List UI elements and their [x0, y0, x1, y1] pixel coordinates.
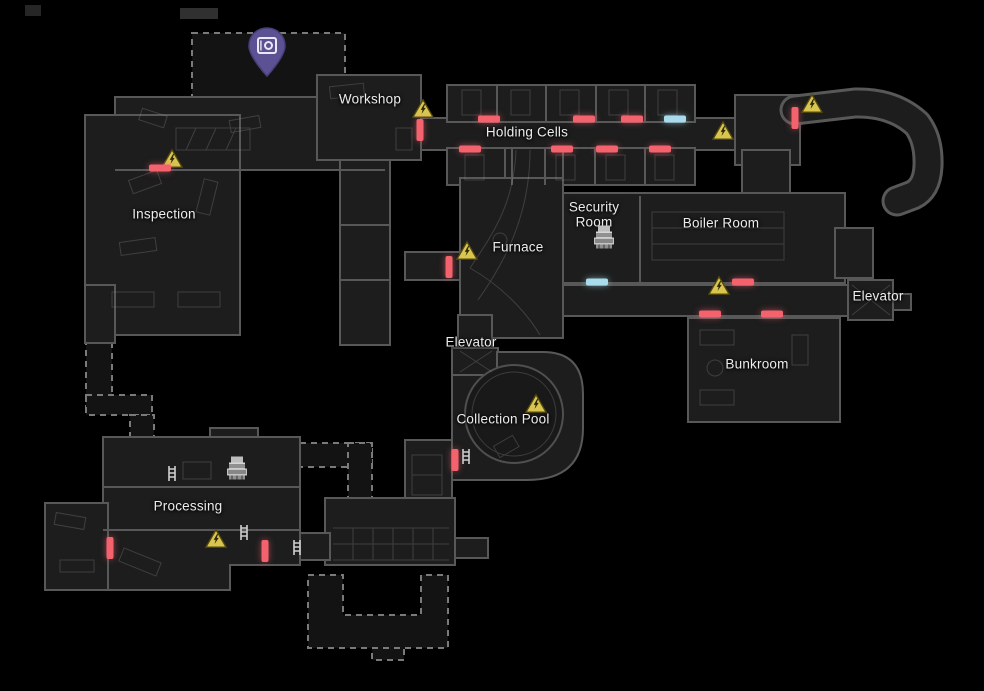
- door-marker-red: [261, 540, 269, 562]
- room-label-bunkroom: Bunkroom: [725, 356, 789, 372]
- door-marker-red: [596, 145, 618, 153]
- door-marker-red: [459, 145, 481, 153]
- door-marker-red: [149, 164, 171, 172]
- hazard-warning-icon: [800, 93, 824, 119]
- map-furniture-details: [53, 82, 891, 577]
- room-label-security-room: Security Room: [568, 199, 620, 229]
- hazard-warning-icon: [707, 275, 731, 301]
- door-marker-red: [573, 115, 595, 123]
- hazard-warning-icon: [204, 528, 228, 554]
- door-marker-red: [649, 145, 671, 153]
- door-marker-red: [478, 115, 500, 123]
- door-marker-red: [451, 449, 459, 471]
- room-label-elevator-east: Elevator: [852, 288, 904, 304]
- door-marker-red: [106, 537, 114, 559]
- room-label-furnace: Furnace: [492, 239, 544, 255]
- door-marker-blue: [664, 115, 686, 123]
- door-marker-red: [791, 107, 799, 129]
- room-label-workshop: Workshop: [338, 91, 402, 107]
- room-label-inspection: Inspection: [132, 206, 196, 222]
- hazard-warning-icon: [455, 240, 479, 266]
- room-label-holding-cells: Holding Cells: [485, 124, 569, 140]
- hazard-warning-icon: [711, 120, 735, 146]
- door-marker-red: [445, 256, 453, 278]
- door-marker-red: [621, 115, 643, 123]
- ladder-icon: [167, 465, 177, 487]
- room-label-collection-pool: Collection Pool: [456, 411, 550, 427]
- door-marker-red: [699, 310, 721, 318]
- door-marker-red: [732, 278, 754, 286]
- door-marker-red: [551, 145, 573, 153]
- waypoint-pin-safe-icon[interactable]: [247, 27, 287, 82]
- door-marker-red: [761, 310, 783, 318]
- ladder-icon: [239, 524, 249, 546]
- ladder-icon: [461, 448, 471, 470]
- typewriter-save-icon: [225, 455, 249, 486]
- room-label-elevator-west: Elevator: [445, 334, 497, 350]
- hazard-warning-icon: [524, 393, 548, 419]
- ladder-icon: [292, 539, 302, 561]
- typewriter-save-icon: [592, 224, 616, 255]
- door-marker-red: [416, 119, 424, 141]
- door-marker-blue: [586, 278, 608, 286]
- room-label-boiler-room: Boiler Room: [682, 215, 760, 231]
- room-label-processing: Processing: [153, 498, 223, 514]
